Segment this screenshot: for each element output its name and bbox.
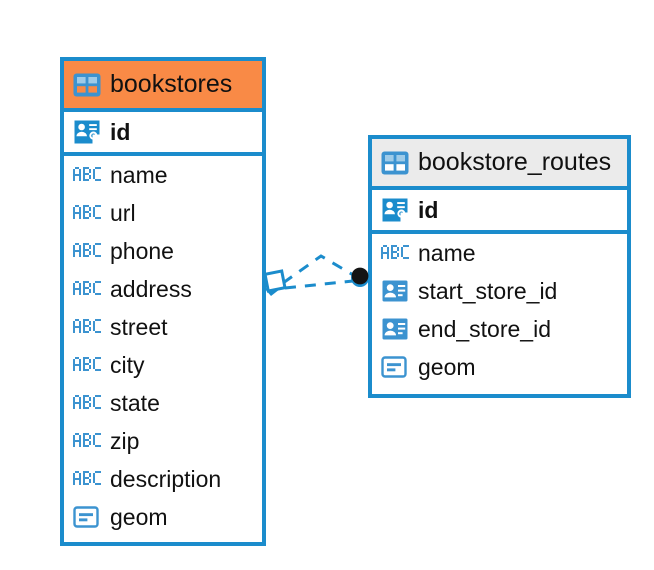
foreign-key-icon	[381, 279, 409, 303]
abc-text-icon	[73, 205, 101, 221]
relationship-line-upper	[282, 254, 356, 285]
foreign-key-icon	[381, 317, 409, 341]
field-row[interactable]: name	[372, 234, 627, 272]
table-icon	[381, 151, 409, 175]
field-row[interactable]: start_store_id	[372, 272, 627, 310]
entity-header-bookstores[interactable]: bookstores	[64, 61, 262, 112]
field-list-bookstore-routes: id nam	[372, 190, 627, 386]
abc-text-icon	[73, 243, 101, 259]
primary-key-icon	[381, 197, 409, 223]
geometry-icon	[73, 505, 101, 529]
field-row[interactable]: address	[64, 270, 262, 308]
field-row[interactable]: geom	[372, 348, 627, 386]
field-row[interactable]: description	[64, 460, 262, 498]
relationship-marker-to	[351, 267, 369, 287]
field-row[interactable]: zip	[64, 422, 262, 460]
field-label: end_store_id	[418, 315, 551, 342]
abc-text-icon	[73, 395, 101, 411]
entity-bookstores[interactable]: bookstores	[60, 57, 266, 546]
abc-text-icon	[73, 357, 101, 373]
entity-title: bookstores	[110, 70, 233, 99]
entity-bookstore-routes[interactable]: bookstore_routes	[368, 135, 631, 398]
abc-text-icon	[381, 245, 409, 261]
abc-text-icon	[73, 471, 101, 487]
relationship-line-lower	[284, 279, 354, 290]
abc-text-icon	[73, 167, 101, 183]
field-list-bookstores: id nam	[64, 112, 262, 536]
geometry-icon	[381, 355, 409, 379]
field-row[interactable]: id	[372, 190, 627, 234]
field-label: street	[110, 313, 168, 340]
abc-text-icon	[73, 319, 101, 335]
field-label: name	[110, 161, 168, 188]
field-row[interactable]: city	[64, 346, 262, 384]
field-row[interactable]: id	[64, 112, 262, 156]
field-row[interactable]: phone	[64, 232, 262, 270]
primary-key-icon	[73, 119, 101, 145]
abc-text-icon	[73, 433, 101, 449]
field-label: zip	[110, 427, 140, 454]
field-row[interactable]: street	[64, 308, 262, 346]
field-label: description	[110, 465, 222, 492]
field-label: start_store_id	[418, 277, 558, 304]
field-label: state	[110, 389, 160, 416]
field-row[interactable]: geom	[64, 498, 262, 536]
field-row[interactable]: end_store_id	[372, 310, 627, 348]
field-label: city	[110, 351, 145, 378]
relationship-marker-from	[263, 269, 287, 296]
entity-title: bookstore_routes	[418, 148, 612, 177]
field-label: geom	[418, 353, 476, 380]
field-label: id	[110, 118, 131, 145]
field-label: phone	[110, 237, 174, 264]
field-row[interactable]: name	[64, 156, 262, 194]
field-label: id	[418, 196, 439, 223]
table-icon	[73, 73, 101, 97]
field-label: url	[110, 199, 136, 226]
field-label: geom	[110, 503, 168, 530]
abc-text-icon	[73, 281, 101, 297]
entity-header-bookstore-routes[interactable]: bookstore_routes	[372, 139, 627, 190]
field-row[interactable]: state	[64, 384, 262, 422]
field-label: name	[418, 239, 476, 266]
field-label: address	[110, 275, 192, 302]
field-row[interactable]: url	[64, 194, 262, 232]
